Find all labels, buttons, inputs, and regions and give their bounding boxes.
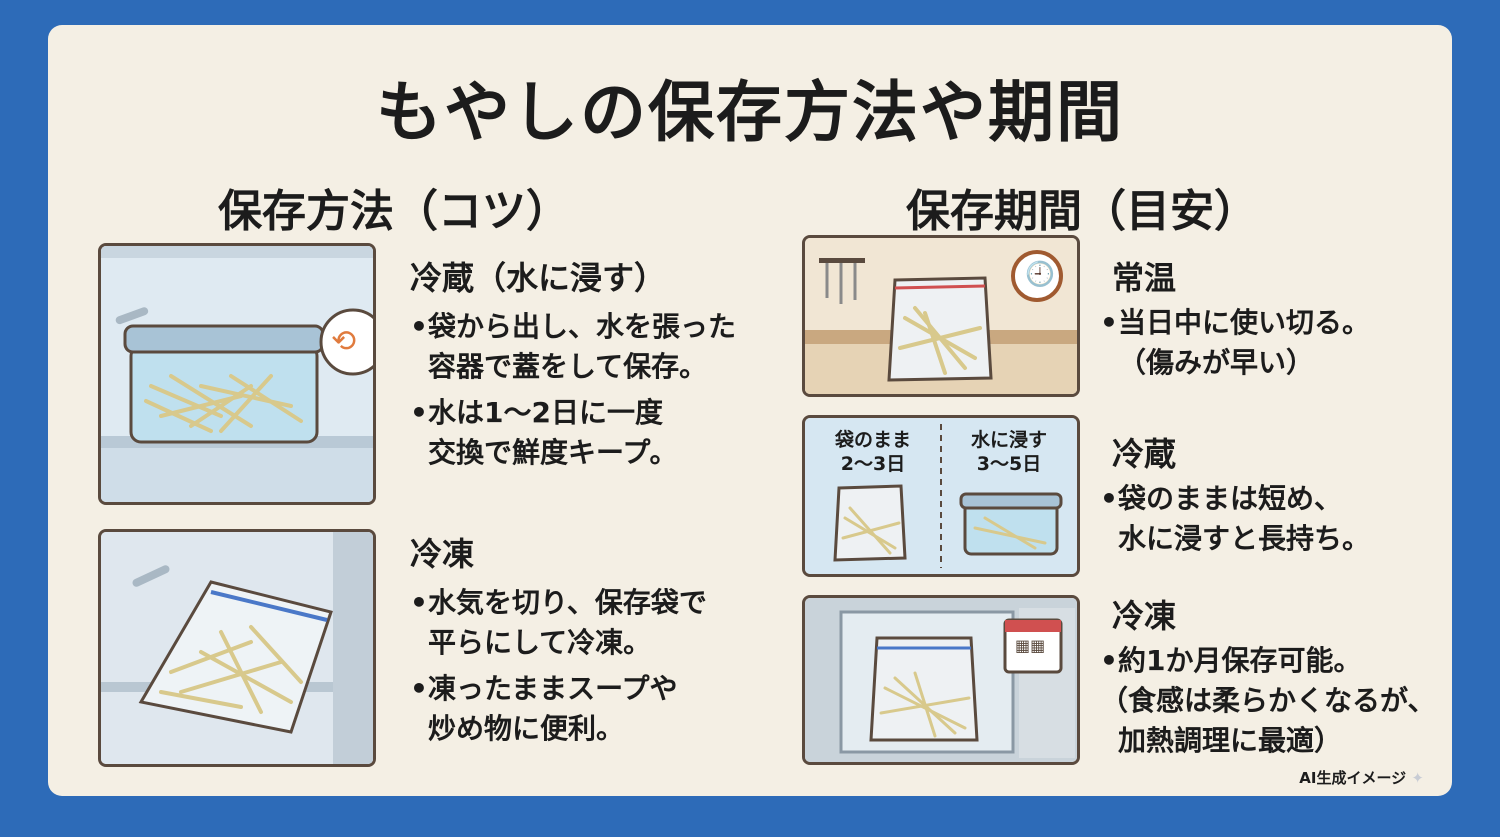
- left-fridge-title: 冷蔵（水に浸す）: [410, 259, 667, 297]
- right-room-temp-note: •当日中に使い切る。 （傷みが早い）: [1100, 306, 1371, 379]
- calendar-icon: ▦▦: [1015, 636, 1046, 655]
- bag-as-is-label: 袋のまま 2〜3日: [834, 429, 911, 475]
- right-room-temp-title: 常温: [1112, 259, 1177, 297]
- left-fridge-bullet-2: •水は1〜2日に一度 交換で鮮度キープ。: [410, 396, 678, 469]
- fridge-container-illustration: ⟲: [98, 243, 376, 505]
- infographic-card: もやしの保存方法や期間 保存方法（コツ） ⟲ 冷蔵（水に浸す） •袋から出し、水…: [48, 25, 1452, 796]
- left-fridge-bullet-1: •袋から出し、水を張った 容器で蓋をして保存。: [410, 310, 737, 383]
- storage-period-heading: 保存期間（目安）: [906, 186, 1258, 237]
- left-freezer-bullet-1: •水気を切り、保存袋で 平らにして冷凍。: [410, 586, 707, 659]
- soaked-in-water-label: 水に浸す 3〜5日: [970, 429, 1047, 475]
- right-freezer-note: •約1か月保存可能。 （食感は柔らかくなるが、 加熱調理に最適）: [1100, 644, 1436, 757]
- fridge-comparison-illustration: 袋のまま 2〜3日 水に浸す 3〜5日: [802, 415, 1080, 577]
- page-title: もやしの保存方法や期間: [376, 74, 1124, 151]
- room-temp-illustration: 🕘: [802, 235, 1080, 397]
- freezer-bag-illustration: [98, 529, 376, 767]
- left-freezer-title: 冷凍: [410, 535, 475, 573]
- freezer-illustration: ▦▦: [802, 595, 1080, 765]
- ai-watermark: AI生成イメージ ✦: [1299, 769, 1424, 787]
- left-freezer-bullet-2: •凍ったままスープや 炒め物に便利。: [410, 672, 678, 745]
- water-swap-icon: ⟲: [331, 324, 357, 359]
- storage-method-heading: 保存方法（コツ）: [218, 186, 570, 237]
- sparkle-icon: ✦: [1411, 769, 1424, 787]
- right-fridge-note: •袋のままは短め、 水に浸すと長持ち。: [1100, 482, 1371, 555]
- right-freezer-title: 冷凍: [1112, 597, 1177, 635]
- right-fridge-title: 冷蔵: [1112, 435, 1177, 473]
- clock-icon: 🕘: [1025, 260, 1055, 288]
